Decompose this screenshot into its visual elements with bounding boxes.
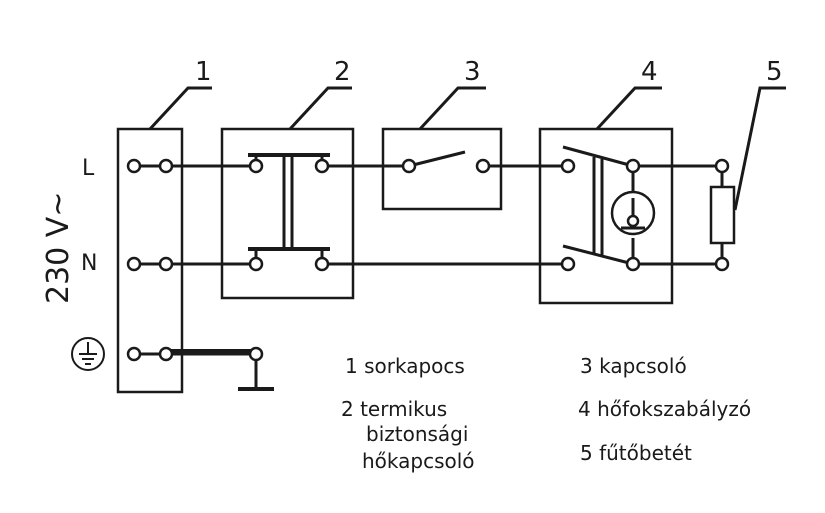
callout-leader-1 <box>148 86 212 131</box>
legend-item-5: 5 fűtőbetét <box>580 441 692 465</box>
line-label-n: N <box>81 251 97 276</box>
protective-earth-icon <box>71 337 105 371</box>
legend-item-2-line1: 2 termikus <box>341 397 447 421</box>
callout-leader-4 <box>595 86 662 131</box>
callout-1: 1 <box>195 57 212 87</box>
callout-2: 2 <box>334 57 351 87</box>
legend-item-4: 4 hőfokszabályzó <box>578 397 751 421</box>
callout-leader-5 <box>733 86 786 211</box>
line-label-l: L <box>82 156 95 181</box>
thermal-cutout-box <box>220 127 355 300</box>
thermostat-contacts <box>562 145 656 266</box>
callout-leader-2 <box>288 86 352 131</box>
legend-item-2-line2: biztonsági <box>366 422 468 446</box>
legend-item-3: 3 kapcsoló <box>580 354 687 378</box>
switch-box <box>381 127 503 211</box>
legend-item-1: 1 sorkapocs <box>345 354 465 378</box>
callout-3: 3 <box>464 57 481 87</box>
supply-voltage: 230 V~ <box>41 192 76 304</box>
legend-item-2-line3: hőkapcsoló <box>362 449 475 473</box>
switch-blade <box>408 150 466 168</box>
callout-4: 4 <box>641 57 658 87</box>
heating-element-resistor <box>709 166 736 264</box>
terminals <box>126 158 730 362</box>
thermostat-box <box>538 127 674 305</box>
callout-5: 5 <box>766 57 783 87</box>
callout-leader-3 <box>418 86 486 131</box>
